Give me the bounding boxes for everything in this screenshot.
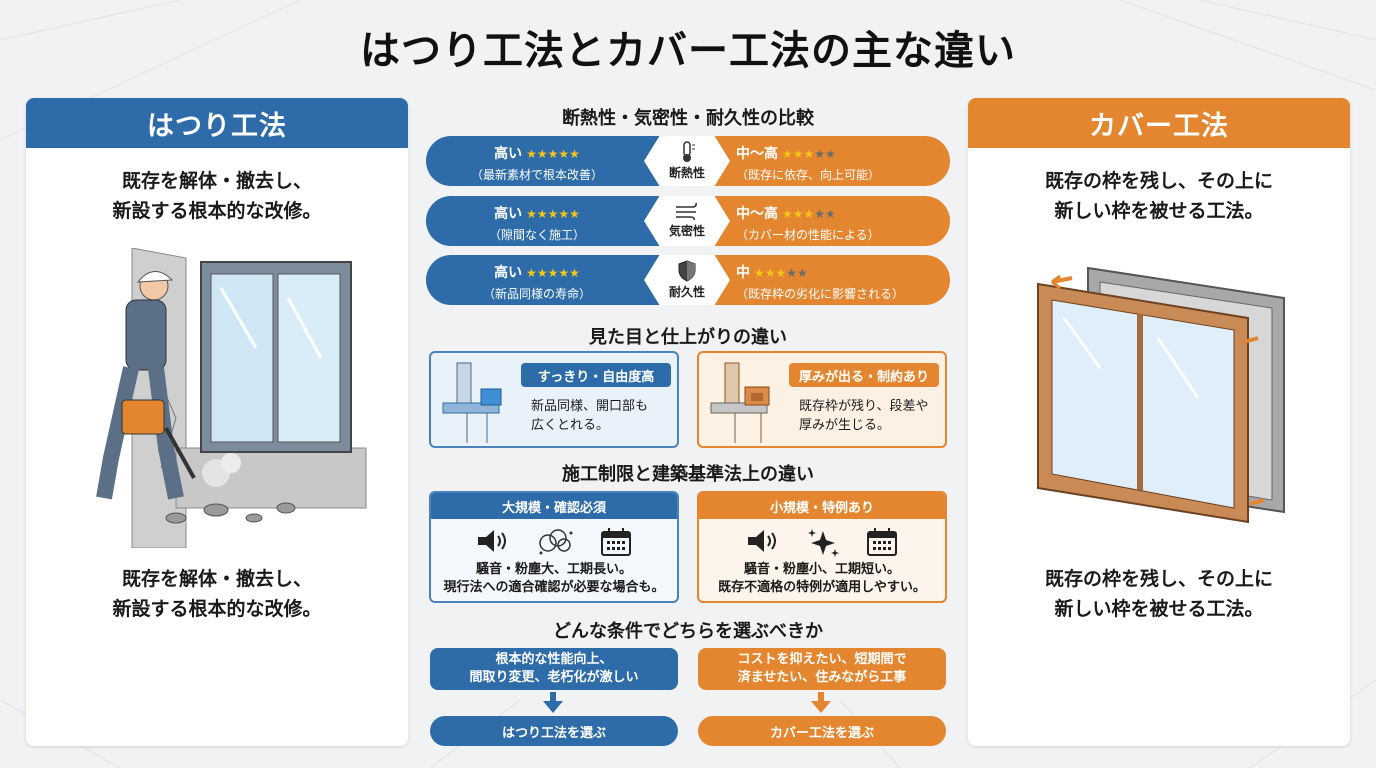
section-regulation-title: 施工制限と建築基準法上の違い — [562, 464, 814, 485]
impact-icons — [699, 527, 945, 557]
regulation-text: 騒音・粉塵小、工期短い。 既存不適格の特例が適用しやすい。 — [699, 561, 945, 597]
desc-line: 新設する根本的な改修。 — [112, 598, 322, 620]
text-line: 既存枠が残り、段差や — [799, 399, 929, 414]
star-rating: ★★★★★ — [782, 207, 836, 221]
comparison-row-airtightness: 高い★★★★★ （隙間なく施工） 中～高★★★★★ （カバー材の性能による） 気… — [426, 196, 950, 246]
text-line: コストを抑えたい、短期間で — [737, 652, 907, 667]
hatsuri-desc-top: 既存を解体・撤去し、 新設する根本的な改修。 — [26, 166, 408, 226]
rating-label: 高い — [494, 146, 523, 162]
insulation-badge: 断熱性 — [644, 136, 730, 186]
hatsuri-card: はつり工法 既存を解体・撤去し、 新設する根本的な改修。 既存を解体・撤去し、 … — [26, 98, 408, 746]
cover-rating: 中～高 ★★★★★ （カバー材の性能による） — [688, 196, 950, 246]
comparison-row-durability: 高い★★★★★ （新品同様の寿命） 中★★★★★ （既存枠の劣化に影響される） … — [426, 255, 950, 305]
speaker-icon — [478, 530, 506, 552]
wind-icon — [676, 202, 697, 221]
choose-hatsuri-button[interactable]: はつり工法を選ぶ — [430, 716, 678, 746]
cover-desc-top: 既存の枠を残し、その上に 新しい枠を被せる工法。 — [968, 166, 1350, 226]
thick-finish-tag: 厚みが出る・制約あり — [789, 363, 939, 387]
flush-frame-section-icon — [442, 362, 502, 443]
star-rating: ★★★★★ — [526, 207, 580, 221]
star-rating: ★★★★★ — [782, 147, 836, 161]
cover-rating: 中～高 ★★★★★ （既存に依存、向上可能） — [688, 136, 950, 186]
rating-note: （カバー材の性能による） — [736, 228, 880, 242]
cover-card: カバー工法 既存の枠を残し、その上に 新しい枠を被せる工法。 既存の枠を残し、そ… — [968, 98, 1350, 746]
airtightness-badge: 気密性 — [644, 196, 730, 246]
badge-label: 断熱性 — [668, 166, 705, 180]
section-appearance-title: 見た目と仕上がりの違い — [589, 327, 787, 348]
flush-finish-tag: すっきり・自由度高 — [521, 363, 671, 387]
desc-line: 新しい枠を被せる工法。 — [1054, 598, 1264, 620]
text-line: 根本的な性能向上、 — [495, 652, 613, 667]
durability-badge: 耐久性 — [644, 255, 730, 305]
badge-label: 耐久性 — [668, 285, 705, 299]
desc-line: 既存を解体・撤去し、 — [121, 568, 312, 590]
cover-window-illustration — [1037, 266, 1285, 524]
star-rating: ★★★★★ — [754, 266, 808, 280]
cover-condition-box: コストを抑えたい、短期間で 済ませたい、住みながら工事 — [698, 648, 946, 690]
cover-rating: 中 ★★★★★ （既存枠の劣化に影響される） — [688, 255, 950, 305]
rating-note: （既存に依存、向上可能） — [736, 168, 881, 182]
rating-note: （最新素材で根本改善） — [470, 168, 603, 182]
appearance-text: 新品同様、開口部も 広くとれる。 — [531, 397, 648, 435]
badge-label: 気密性 — [668, 224, 705, 238]
comparison-row-insulation: 高い★★★★★ （最新素材で根本改善） 中～高★★★★★ （既存に依存、向上可能… — [426, 136, 950, 186]
text-line: 広くとれる。 — [531, 418, 610, 433]
arrow-down-icon — [811, 692, 831, 713]
choose-cover-button[interactable]: カバー工法を選ぶ — [698, 716, 946, 746]
calendar-icon — [601, 528, 631, 556]
desc-line: 既存の枠を残し、その上に — [1044, 568, 1273, 590]
hatsuri-rating: 高い★★★★★ （新品同様の寿命） — [426, 255, 688, 305]
text-line: 厚みが生じる。 — [799, 418, 891, 433]
hatsuri-appearance-box: すっきり・自由度高 新品同様、開口部も 広くとれる。 — [429, 351, 679, 448]
stepped-frame-section-icon — [710, 362, 770, 443]
desc-line: 既存の枠を残し、その上に — [1044, 170, 1273, 192]
rating-label: 中～高 — [736, 206, 778, 222]
rating-label: 高い — [494, 206, 523, 222]
dust-cloud-icon — [539, 529, 573, 555]
speaker-icon — [748, 530, 776, 552]
text-line: 既存不適格の特例が適用しやすい。 — [718, 580, 926, 595]
desc-line: 既存を解体・撤去し、 — [121, 170, 312, 192]
text-line: 済ませたい、住みながら工事 — [737, 670, 907, 685]
rating-label: 中 — [736, 265, 750, 281]
hatsuri-desc-bottom: 既存を解体・撤去し、 新設する根本的な改修。 — [26, 564, 408, 624]
text-line: 現行法への適合確認が必要な場合も。 — [443, 580, 665, 595]
arrow-down-icon — [543, 692, 563, 713]
rating-label: 中～高 — [736, 146, 778, 162]
regulation-text: 騒音・粉塵大、工期長い。 現行法への適合確認が必要な場合も。 — [431, 561, 677, 597]
desc-line: 新しい枠を被せる工法。 — [1054, 200, 1264, 222]
shield-icon — [678, 260, 696, 282]
calendar-icon — [867, 528, 897, 556]
demolition-worker-illustration — [96, 248, 367, 548]
page-title: はつり工法とカバー工法の主な違い — [360, 28, 1016, 74]
impact-icons — [431, 527, 677, 557]
hatsuri-regulation-box: 大規模・確認必須 騒音・粉塵大、工期長い。 現行法への適合確認が必要な場合も。 — [429, 491, 679, 603]
rating-note: （隙間なく施工） — [488, 228, 585, 242]
cover-desc-bottom: 既存の枠を残し、その上に 新しい枠を被せる工法。 — [968, 564, 1350, 624]
thermometer-icon — [683, 141, 695, 162]
large-scale-bar: 大規模・確認必須 — [431, 493, 677, 519]
desc-line: 新設する根本的な改修。 — [112, 200, 322, 222]
section-choice-title: どんな条件でどちらを選ぶべきか — [553, 621, 823, 642]
text-line: 騒音・粉塵大、工期長い。 — [475, 562, 632, 577]
cover-header: カバー工法 — [968, 98, 1350, 148]
rating-note: （新品同様の寿命） — [482, 287, 591, 301]
text-line: 騒音・粉塵小、工期短い。 — [743, 562, 900, 577]
rating-label: 高い — [494, 265, 523, 281]
cover-appearance-box: 厚みが出る・制約あり 既存枠が残り、段差や 厚みが生じる。 — [697, 351, 947, 448]
star-rating: ★★★★★ — [526, 266, 580, 280]
hatsuri-header: はつり工法 — [26, 98, 408, 148]
rating-note: （既存枠の劣化に影響される） — [736, 287, 905, 301]
star-rating: ★★★★★ — [526, 147, 580, 161]
hatsuri-condition-box: 根本的な性能向上、 間取り変更、老朽化が激しい — [430, 648, 678, 690]
text-line: 間取り変更、老朽化が激しい — [469, 670, 639, 685]
section-performance-title: 断熱性・気密性・耐久性の比較 — [562, 108, 814, 129]
small-scale-bar: 小規模・特例あり — [699, 493, 945, 519]
cover-regulation-box: 小規模・特例あり 騒音・粉塵小、工期短い。 既存不適格の特例が適用しやすい。 — [697, 491, 947, 603]
sparkle-icon — [808, 529, 839, 557]
text-line: 新品同様、開口部も — [531, 399, 649, 414]
appearance-text: 既存枠が残り、段差や 厚みが生じる。 — [799, 397, 928, 435]
